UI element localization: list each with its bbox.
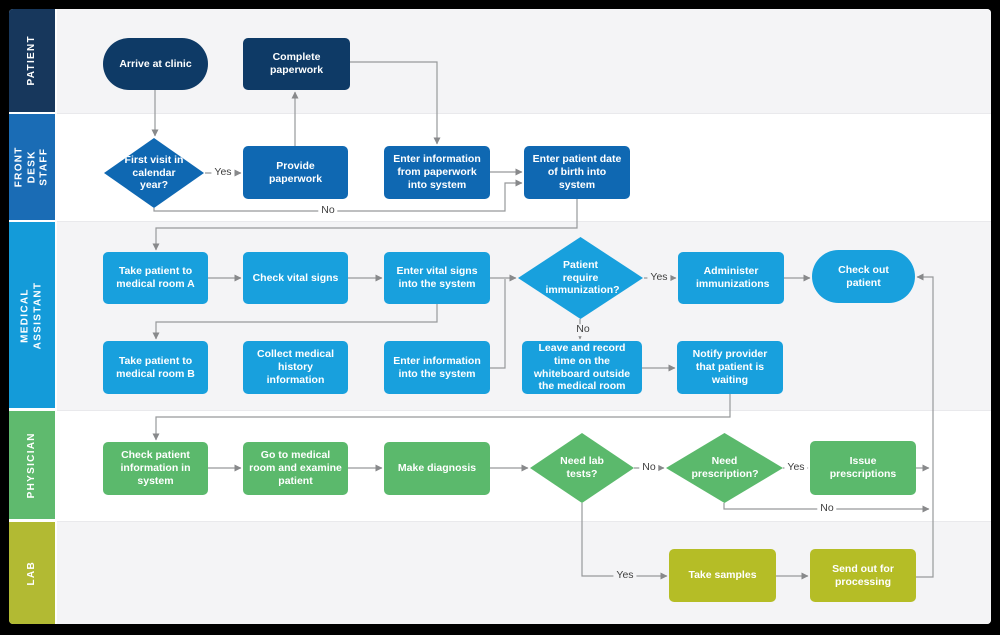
node-label: Send out for processing bbox=[832, 562, 894, 588]
node-label: Complete paperwork bbox=[269, 51, 324, 76]
node-label: Take samples bbox=[688, 569, 757, 582]
node-label: Check vital signs bbox=[252, 271, 339, 284]
node-take-samples: Take samples bbox=[669, 549, 776, 602]
node-label: Enter information into the system bbox=[393, 354, 481, 380]
node-label: Go to medical room and examine patient bbox=[249, 449, 342, 487]
node-label: Administer immunizations bbox=[696, 265, 770, 290]
node-enter-paperwork-info: Enter information from paperwork into sy… bbox=[384, 146, 490, 199]
edge-label-need-lab-no: No bbox=[639, 462, 659, 474]
edge-label-need-rx-no: No bbox=[817, 503, 837, 515]
flowchart-canvas: PATIENT FRONT DESK STAFF MEDICAL ASSISTA… bbox=[9, 9, 991, 624]
node-check-vitals: Check vital signs bbox=[243, 252, 348, 304]
node-label: Enter information from paperwork into sy… bbox=[393, 153, 481, 191]
node-room-b: Take patient to medical room B bbox=[103, 341, 208, 394]
node-room-a: Take patient to medical room A bbox=[103, 252, 208, 304]
node-go-to-room: Go to medical room and examine patient bbox=[243, 442, 348, 495]
edge-label-need-lab-yes: Yes bbox=[613, 570, 637, 582]
node-administer-immunizations: Administer immunizations bbox=[678, 252, 784, 304]
node-notify-provider: Notify provider that patient is waiting bbox=[677, 341, 783, 394]
lane-patient-bg bbox=[57, 9, 991, 113]
node-label: Take patient to medical room A bbox=[116, 265, 195, 290]
lane-label-patient: PATIENT bbox=[25, 35, 37, 86]
node-label: Make diagnosis bbox=[397, 462, 477, 475]
node-make-diagnosis: Make diagnosis bbox=[384, 442, 490, 495]
node-collect-history: Collect medical history information bbox=[243, 341, 348, 394]
edge-label-immunization-no: No bbox=[573, 324, 593, 336]
lane-label-lab: LAB bbox=[25, 560, 37, 586]
edge-label-need-rx-yes: Yes bbox=[784, 462, 808, 474]
node-label: Leave and record time on the whiteboard … bbox=[533, 341, 631, 393]
node-label: Take patient to medical room B bbox=[116, 354, 195, 380]
node-check-out-patient: Check out patient bbox=[812, 250, 915, 303]
node-label: Check out patient bbox=[838, 263, 889, 289]
node-label: First visit in calendar year? bbox=[124, 153, 184, 192]
node-label: Need prescription? bbox=[691, 455, 759, 480]
node-leave-record-time: Leave and record time on the whiteboard … bbox=[522, 341, 642, 394]
lane-header-patient: PATIENT bbox=[9, 9, 55, 112]
lane-header-lab: LAB bbox=[9, 522, 55, 624]
lane-header-front-desk: FRONT DESK STAFF bbox=[9, 114, 55, 220]
node-label: Need lab tests? bbox=[560, 455, 604, 480]
node-check-patient-info: Check patient information in system bbox=[103, 442, 208, 495]
node-label: Patient require immunization? bbox=[545, 258, 620, 297]
lane-label-front-desk: FRONT DESK STAFF bbox=[13, 146, 50, 188]
node-label: Arrive at clinic bbox=[119, 57, 192, 70]
node-complete-paperwork: Complete paperwork bbox=[243, 38, 350, 90]
node-issue-prescriptions: Issue prescriptions bbox=[810, 441, 916, 495]
node-label: Enter vital signs into the system bbox=[396, 265, 478, 290]
lane-label-medical-assistant: MEDICAL ASSISTANT bbox=[19, 281, 44, 349]
node-provide-paperwork: Provide paperwork bbox=[243, 146, 348, 199]
node-enter-dob: Enter patient date of birth into system bbox=[524, 146, 630, 199]
node-label: Enter patient date of birth into system bbox=[532, 153, 622, 191]
edge-label-immunization-yes: Yes bbox=[647, 272, 671, 284]
node-label: Provide paperwork bbox=[268, 159, 323, 185]
node-enter-vitals: Enter vital signs into the system bbox=[384, 252, 490, 304]
node-label: Check patient information in system bbox=[120, 449, 191, 487]
lane-label-physician: PHYSICIAN bbox=[25, 431, 37, 499]
lane-header-physician: PHYSICIAN bbox=[9, 411, 55, 519]
node-enter-info: Enter information into the system bbox=[384, 341, 490, 394]
edge-label-first-visit-yes: Yes bbox=[211, 167, 235, 179]
node-label: Issue prescriptions bbox=[829, 455, 897, 480]
node-label: Notify provider that patient is waiting bbox=[692, 348, 768, 386]
node-arrive-at-clinic: Arrive at clinic bbox=[103, 38, 208, 90]
node-label: Collect medical history information bbox=[256, 348, 335, 386]
node-send-out-processing: Send out for processing bbox=[810, 549, 916, 602]
lane-header-medical-assistant: MEDICAL ASSISTANT bbox=[9, 222, 55, 408]
edge-label-first-visit-no: No bbox=[318, 205, 338, 217]
